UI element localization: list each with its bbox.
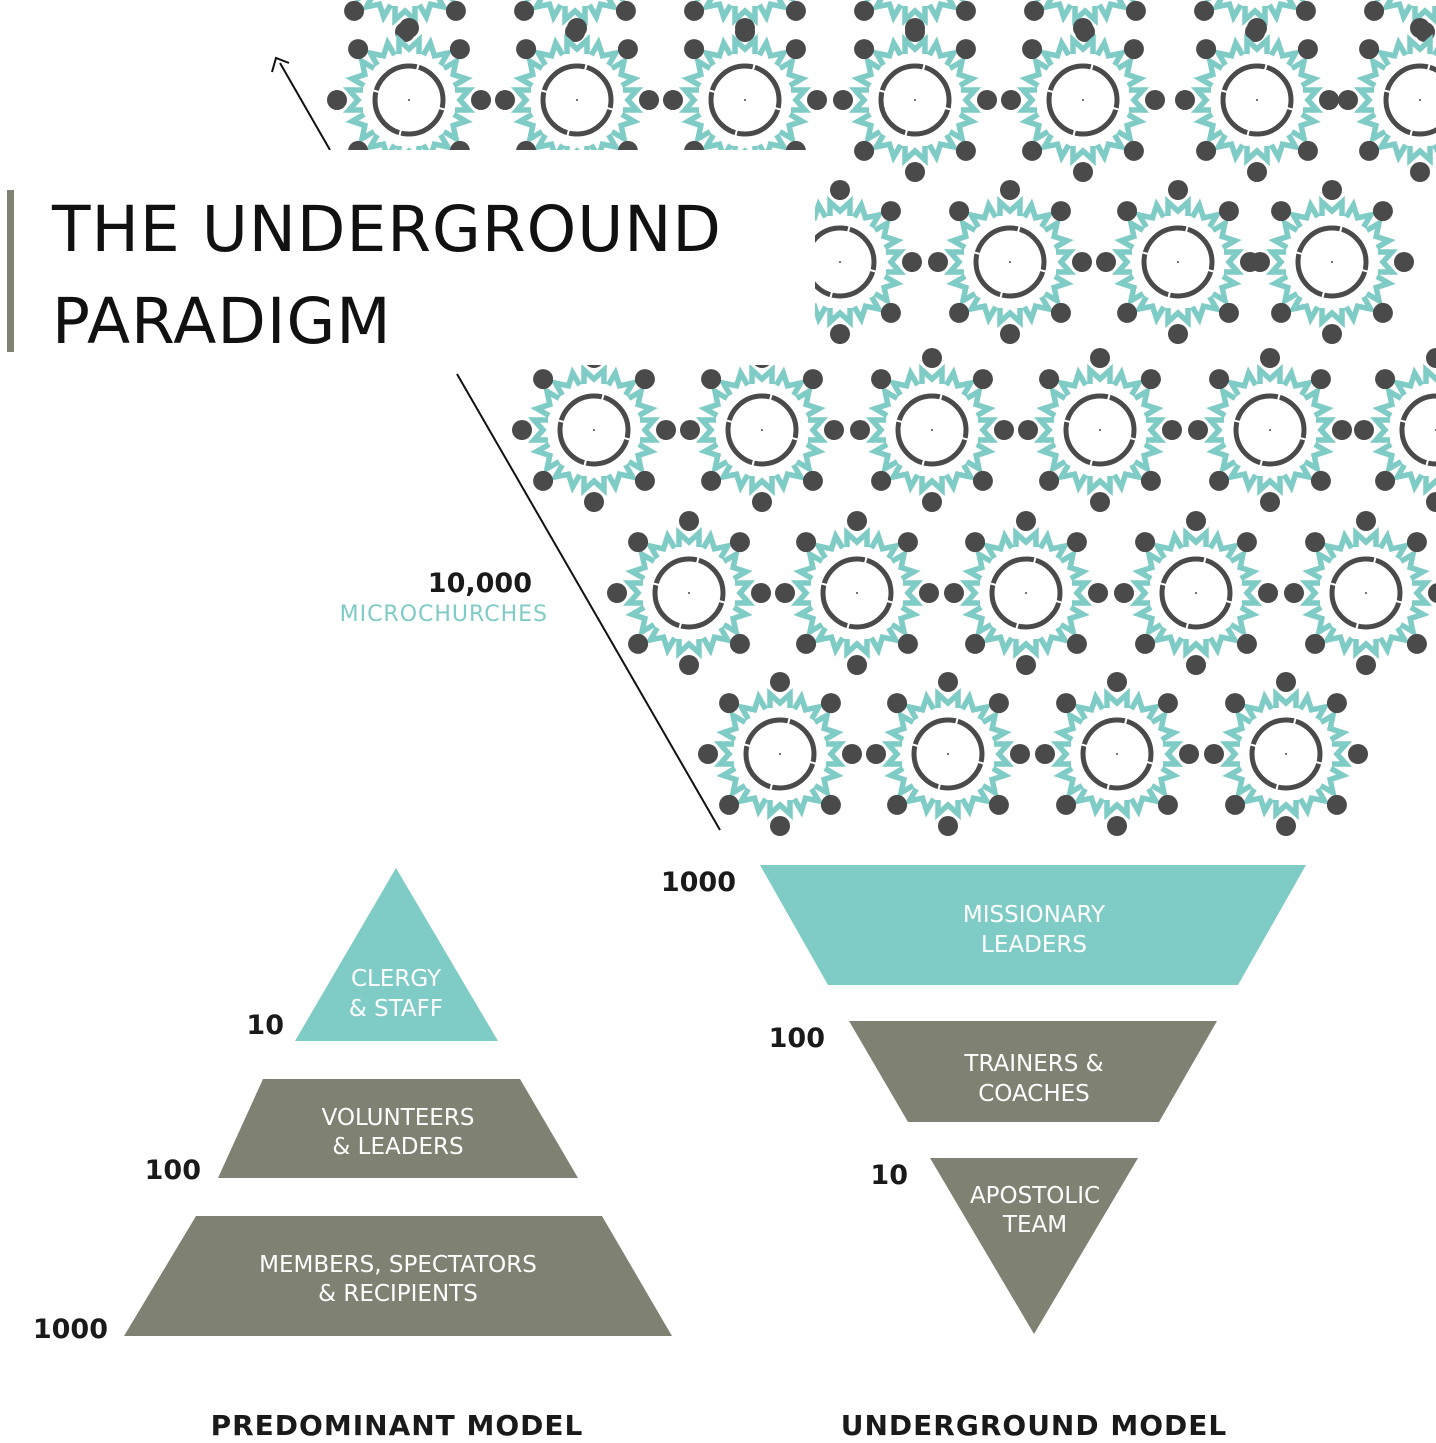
microchurch-label: MICROCHURCHES: [340, 602, 548, 627]
tier-label: LEADERS: [981, 932, 1087, 958]
page-title: THE UNDERGROUND PARADIGM: [52, 184, 722, 368]
tier-label: VOLUNTEERS: [322, 1105, 475, 1131]
tier-label: CLERGY: [351, 966, 442, 992]
microchurch-m-icon: [1001, 18, 1165, 182]
arrowhead-icon: [271, 56, 290, 73]
microchurch-m-icon: [944, 511, 1108, 675]
microchurch-m-icon: [1284, 511, 1436, 675]
microchurch-m-icon: [866, 672, 1030, 836]
model-label: PREDOMINANT MODEL: [211, 1409, 584, 1442]
microchurch-field: [323, 0, 1436, 836]
tier-label: TRAINERS &: [963, 1051, 1103, 1077]
tier-shape-trainers: [849, 1021, 1217, 1122]
microchurch-m-icon: [850, 348, 1014, 512]
microchurch-m-icon: [1175, 18, 1339, 182]
tier-count: 10: [246, 1010, 284, 1041]
underground-pyramid: 1000 MISSIONARY LEADERS 100 TRAINERS & C…: [661, 865, 1306, 1442]
predominant-pyramid: 10 CLERGY & STAFF 100 VOLUNTEERS & LEADE…: [33, 868, 672, 1442]
microchurch-m-icon: [775, 511, 939, 675]
tier-shape-members: [124, 1216, 672, 1336]
microchurch-count: 10,000: [428, 568, 532, 599]
microchurch-m-icon: [1035, 672, 1199, 836]
microchurch-m-icon: [1096, 180, 1260, 344]
tier-label: & LEADERS: [332, 1134, 463, 1160]
title-line: PARADIGM: [52, 285, 392, 358]
model-label: UNDERGROUND MODEL: [841, 1409, 1227, 1442]
tier-count: 10: [870, 1160, 908, 1191]
microchurch-m-icon: [1018, 348, 1182, 512]
microchurch-m-icon: [1250, 180, 1414, 344]
microchurch-m-icon: [698, 672, 862, 836]
tier-label: MISSIONARY: [963, 902, 1106, 928]
tier-count: 100: [145, 1155, 201, 1186]
tier-shape-volunteers: [218, 1079, 578, 1178]
tier-shape-apostolic: [930, 1158, 1138, 1334]
microchurch-m-icon: [1114, 511, 1278, 675]
tier-count: 1000: [661, 867, 736, 898]
microchurch-m-icon: [1204, 672, 1368, 836]
tier-shape-clergy: [295, 868, 498, 1041]
title-accent-bar: [7, 190, 14, 352]
tier-label: APOSTOLIC: [970, 1183, 1100, 1209]
microchurch-m-icon: [607, 511, 771, 675]
microchurch-m-icon: [928, 180, 1092, 344]
microchurch-m-icon: [512, 348, 676, 512]
tier-count: 1000: [33, 1314, 108, 1345]
microchurch-m-icon: [1354, 348, 1436, 512]
tier-label: TEAM: [1002, 1212, 1067, 1238]
tier-label: & STAFF: [349, 996, 443, 1022]
tier-label: & RECIPIENTS: [318, 1281, 478, 1307]
microchurch-m-icon: [833, 18, 997, 182]
title-backdrop: [20, 150, 815, 365]
tier-label: MEMBERS, SPECTATORS: [259, 1252, 537, 1278]
funnel-line-lower: [456, 373, 721, 831]
tier-count: 100: [769, 1023, 825, 1054]
tier-label: COACHES: [978, 1081, 1090, 1107]
funnel-line-upper: [279, 62, 331, 151]
tier-shape-missionary: [760, 865, 1306, 985]
microchurch-m-icon: [1338, 18, 1436, 182]
title-line: THE UNDERGROUND: [52, 193, 722, 266]
microchurch-m-icon: [1188, 348, 1352, 512]
microchurch-m-icon: [680, 348, 844, 512]
